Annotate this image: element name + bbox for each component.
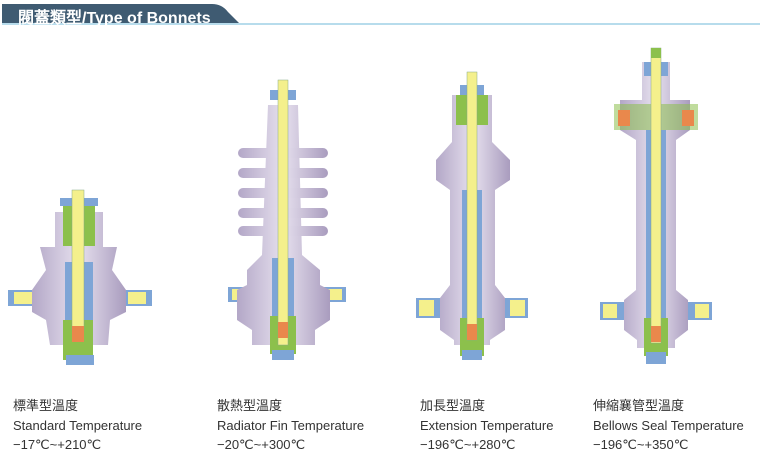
- bonnet-name-en: Standard Temperature: [13, 417, 143, 433]
- bonnet-name-en: Radiator Fin Temperature: [217, 417, 365, 433]
- bonnet-diagrams: [8, 47, 712, 365]
- bonnet-caption: 標準型溫度 Standard Temperature −17℃~+210℃: [13, 396, 142, 455]
- bonnet-name-zh: 伸縮襄管型溫度: [593, 398, 685, 413]
- temperature-range: −196℃~+350℃: [593, 437, 689, 452]
- bonnet-name-en: Bellows Seal Temperature: [593, 417, 744, 433]
- temperature-range: −20℃~+300℃: [217, 437, 306, 452]
- bonnet-caption: 散熱型溫度 Radiator Fin Temperature −20℃~+300…: [217, 396, 364, 455]
- bonnet-name-zh: 標準型溫度: [13, 398, 79, 413]
- bellows-seal-bonnet-diagram: [600, 47, 712, 364]
- bonnet-name-zh: 加長型溫度: [420, 398, 486, 413]
- bonnet-name-en: Extension Temperature: [420, 417, 554, 433]
- temperature-range: −196℃~+280℃: [420, 437, 516, 452]
- page-title: 閥蓋類型/Type of Bonnets: [18, 10, 211, 27]
- header-banner: [2, 4, 760, 25]
- bonnet-caption: 加長型溫度 Extension Temperature −196℃~+280℃: [420, 396, 553, 455]
- extension-bonnet-diagram: [416, 71, 528, 360]
- bonnet-caption: 伸縮襄管型溫度 Bellows Seal Temperature −196℃~+…: [593, 396, 744, 455]
- radiator-fin-bonnet-diagram: [228, 79, 346, 360]
- bonnet-name-zh: 散熱型溫度: [217, 398, 283, 413]
- standard-bonnet-diagram: [8, 189, 152, 365]
- section-header: 閥蓋類型/Type of Bonnets: [0, 0, 760, 28]
- temperature-range: −17℃~+210℃: [13, 437, 102, 452]
